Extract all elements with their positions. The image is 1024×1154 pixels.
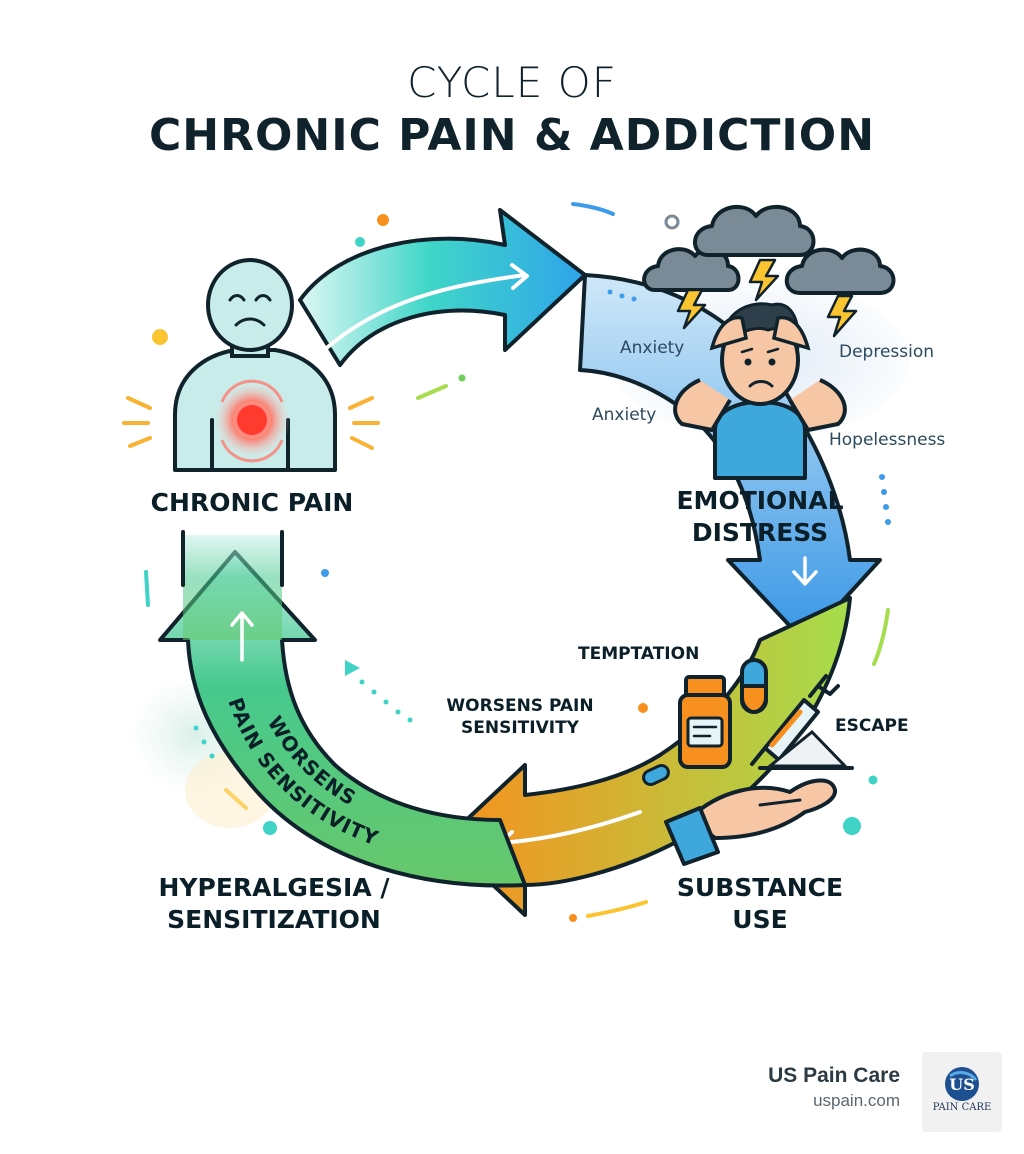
brand-url: uspain.com [813, 1091, 900, 1110]
emotion-anxiety-1: Anxiety [620, 338, 685, 358]
tablet-icon [642, 763, 670, 787]
emotion-hopelessness: Hopelessness [829, 430, 946, 450]
arrow-top [298, 208, 587, 367]
label-worsens-line2: SENSITIVITY [461, 718, 579, 738]
distressed-person-icon [673, 302, 847, 480]
label-worsens-line1: WORSENS PAIN [446, 696, 594, 716]
arrow-bottom-highlight [498, 810, 642, 845]
title-line-2: CHRONIC PAIN & ADDICTION [148, 110, 876, 161]
title-line-1: CYCLE OF [407, 58, 617, 107]
emotion-anxiety-2: Anxiety [592, 405, 657, 425]
label-hyperalgesia: HYPERALGESIA / SENSITIZATION [148, 872, 400, 936]
arrow-right-head-mark [792, 556, 818, 586]
label-substance-use: SUBSTANCE USE [660, 872, 860, 936]
label-chronic-pain: CHRONIC PAIN [150, 488, 354, 517]
arrow-top-highlight [320, 273, 527, 354]
us-logo-icon: US [945, 1067, 979, 1101]
label-emotional-distress-line2: DISTRESS [691, 518, 829, 547]
label-temptation: TEMPTATION [578, 644, 700, 664]
arrow-top-head-mark [510, 263, 529, 290]
decor-dots [152, 214, 891, 922]
label-emotional-distress: EMOTIONAL DISTRESS [650, 485, 870, 549]
arrow-left-head-mark [230, 611, 254, 662]
capsule-icon [740, 658, 768, 715]
emotion-depression: Depression [839, 342, 935, 362]
open-hand-icon [664, 778, 837, 866]
label-worsens-pain-sensitivity: WORSENS PAIN SENSITIVITY [430, 695, 610, 739]
brand-name: US Pain Care [768, 1064, 900, 1087]
person-in-pain-icon [173, 258, 337, 472]
logo-caption: PAIN CARE [932, 1102, 992, 1113]
pain-burst-icon [122, 396, 380, 450]
svg-text:US: US [949, 1075, 975, 1094]
lightning-icon [676, 258, 858, 338]
label-hyperalgesia-line1: HYPERALGESIA / [158, 873, 390, 902]
pill-bottle-icon [678, 675, 732, 769]
decor-dashes [144, 202, 890, 918]
label-substance-use-line2: USE [732, 905, 788, 934]
label-emotional-distress-line1: EMOTIONAL [676, 486, 844, 515]
label-hyperalgesia-line2: SENSITIZATION [167, 905, 381, 934]
arrow-left-upper-stem [183, 535, 282, 640]
label-escape: ESCAPE [835, 716, 909, 736]
brand-logo: US PAIN CARE [922, 1052, 1002, 1132]
syringe-icon [750, 674, 840, 766]
powder-icon [758, 729, 854, 770]
label-substance-use-line1: SUBSTANCE [676, 873, 844, 902]
storm-cloud-icon [642, 205, 896, 295]
